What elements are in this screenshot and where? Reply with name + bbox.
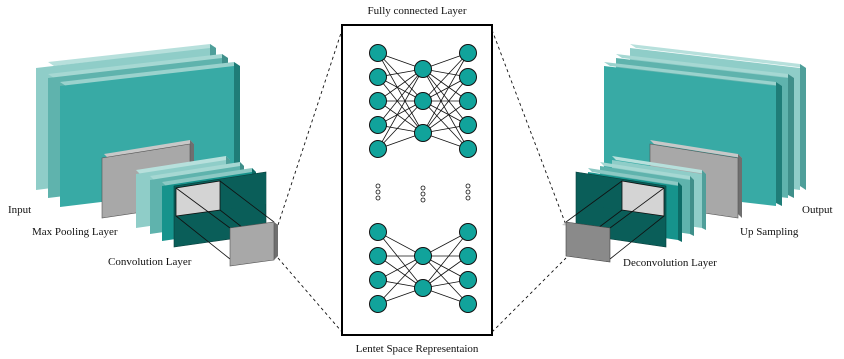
fc-upper-edge bbox=[377, 100, 424, 150]
fc-upper-node bbox=[459, 140, 477, 158]
fc-ellipsis-dot bbox=[375, 183, 381, 189]
fc-upper-edge bbox=[422, 100, 469, 150]
fc-upper-edge bbox=[377, 68, 424, 126]
fc-ellipsis-dots bbox=[375, 183, 471, 203]
fc-upper-edge bbox=[422, 68, 469, 126]
fc-lower-edge bbox=[377, 255, 424, 305]
fc-upper-node bbox=[369, 140, 387, 158]
fully-connected-panel bbox=[341, 24, 493, 336]
fc-ellipsis-dot bbox=[375, 195, 381, 201]
fc-upper-edge bbox=[377, 100, 424, 134]
deconvolution-label: Deconvolution Layer bbox=[623, 257, 717, 269]
fc-lower-node bbox=[414, 247, 432, 265]
fc-upper-node bbox=[414, 60, 432, 78]
right-dashed-connectors bbox=[491, 29, 567, 333]
fully-connected-label: Fully connected Layer bbox=[368, 5, 467, 17]
fc-ellipsis-dot bbox=[465, 189, 471, 195]
fc-lower-edge bbox=[422, 231, 469, 289]
decoder-stack bbox=[562, 44, 806, 263]
encoder-stack bbox=[36, 44, 278, 267]
up-sampling-label: Up Sampling bbox=[740, 226, 799, 238]
fc-ellipsis-dot bbox=[375, 189, 381, 195]
fc-lower-node bbox=[459, 271, 477, 289]
fc-upper-node bbox=[414, 124, 432, 142]
fc-ellipsis-dot bbox=[420, 185, 426, 191]
fc-upper-node bbox=[459, 92, 477, 110]
fc-lower-edge bbox=[377, 255, 424, 289]
fc-lower-node bbox=[369, 271, 387, 289]
fc-ellipsis-dot bbox=[420, 197, 426, 203]
fc-lower-node bbox=[459, 295, 477, 313]
fc-upper-edge bbox=[422, 76, 469, 134]
fc-ellipsis-dot bbox=[465, 195, 471, 201]
fc-upper-edge bbox=[377, 68, 424, 150]
fc-upper-edge bbox=[422, 68, 469, 150]
fc-upper-edge bbox=[377, 52, 424, 102]
fc-upper-edge bbox=[422, 52, 469, 134]
latent-space-label: Lentet Space Representaion bbox=[356, 343, 479, 355]
fc-lower-node bbox=[459, 247, 477, 265]
fc-upper-nodes bbox=[369, 44, 477, 158]
fc-upper-node bbox=[414, 92, 432, 110]
fc-upper-edge bbox=[377, 68, 424, 102]
fc-upper-edge bbox=[377, 52, 424, 134]
fc-upper-edge bbox=[377, 76, 424, 134]
output-label: Output bbox=[802, 204, 833, 216]
fc-upper-node bbox=[369, 92, 387, 110]
conv-output-patch bbox=[229, 221, 278, 267]
fc-upper-node bbox=[369, 68, 387, 86]
fc-upper-edge bbox=[422, 100, 469, 134]
fc-ellipsis-dot bbox=[465, 183, 471, 189]
input-label: Input bbox=[8, 204, 31, 216]
fc-lower-edge bbox=[377, 231, 424, 289]
fc-lower-node bbox=[369, 223, 387, 241]
fc-lower-nodes bbox=[369, 223, 477, 313]
fc-lower-edge bbox=[422, 255, 469, 305]
fc-upper-node bbox=[369, 116, 387, 134]
fc-lower-node bbox=[459, 223, 477, 241]
convolution-label: Convolution Layer bbox=[108, 256, 192, 268]
deconv-input-patch bbox=[562, 221, 611, 263]
fc-upper-node bbox=[459, 44, 477, 62]
fc-lower-node bbox=[414, 279, 432, 297]
max-pooling-label: Max Pooling Layer bbox=[32, 226, 118, 238]
fc-ellipsis-dot bbox=[420, 191, 426, 197]
fc-lower-node bbox=[369, 295, 387, 313]
fc-upper-node bbox=[459, 116, 477, 134]
fc-upper-node bbox=[369, 44, 387, 62]
fc-lower-node bbox=[369, 247, 387, 265]
left-dashed-connectors bbox=[277, 29, 343, 333]
fc-upper-edge bbox=[422, 52, 469, 102]
fc-lower-edge bbox=[422, 255, 469, 289]
fc-upper-node bbox=[459, 68, 477, 86]
fc-upper-edge bbox=[422, 68, 469, 102]
